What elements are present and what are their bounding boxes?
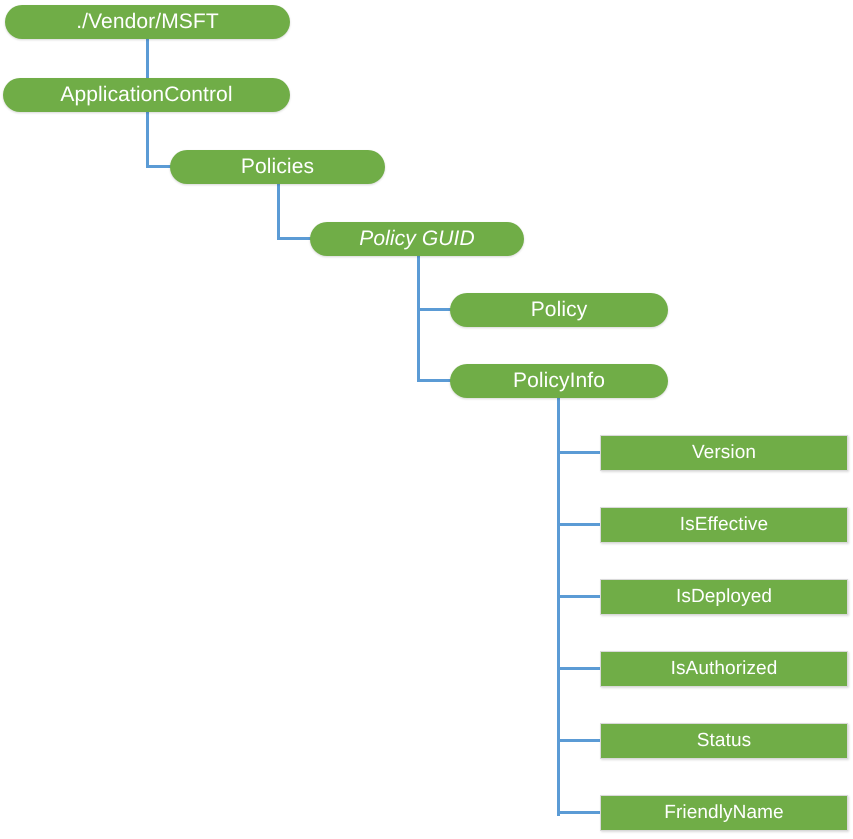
connector-policies-to-guid (277, 237, 312, 240)
connector-appcontrol-to-policies (146, 165, 172, 168)
tree-node-isdeployed[interactable]: IsDeployed (600, 579, 848, 615)
connector-to-status (557, 739, 602, 742)
connector-guid-to-policy (417, 308, 452, 311)
connector-to-isauthorized (557, 667, 602, 670)
tree-node-label: Policy (530, 298, 588, 322)
connector-vendor-to-appcontrol (146, 36, 149, 80)
tree-node-label: Policy GUID (359, 227, 475, 251)
tree-node-label: Policies (240, 155, 315, 179)
connector-policies-spine (277, 182, 280, 240)
tree-node-label: IsAuthorized (670, 657, 778, 679)
connector-appcontrol-spine (146, 110, 149, 168)
connector-to-isdeployed (557, 595, 602, 598)
tree-node-appcontrol[interactable]: ApplicationControl (3, 78, 290, 112)
tree-node-label: IsDeployed (675, 585, 773, 607)
connector-to-iseffective (557, 523, 602, 526)
tree-node-label: FriendlyName (664, 801, 784, 823)
tree-node-label: Version (691, 441, 757, 463)
connector-to-version (557, 451, 602, 454)
connector-to-friendlyname (557, 811, 602, 814)
connector-policyinfo-spine (557, 396, 560, 816)
tree-node-label: PolicyInfo (512, 369, 606, 393)
tree-node-policyguid[interactable]: Policy GUID (310, 222, 524, 256)
tree-node-iseffective[interactable]: IsEffective (600, 507, 848, 543)
tree-node-friendlyname[interactable]: FriendlyName (600, 795, 848, 831)
tree-node-label: ./Vendor/MSFT (76, 10, 219, 34)
tree-node-label: ApplicationControl (60, 83, 233, 107)
tree-node-policyinfo[interactable]: PolicyInfo (450, 364, 668, 398)
tree-node-status[interactable]: Status (600, 723, 848, 759)
tree-node-policy[interactable]: Policy (450, 293, 668, 327)
connector-guid-to-policyinfo (417, 379, 452, 382)
tree-node-policies[interactable]: Policies (170, 150, 385, 184)
tree-node-version[interactable]: Version (600, 435, 848, 471)
tree-node-vendor[interactable]: ./Vendor/MSFT (5, 5, 290, 39)
tree-node-isauthorized[interactable]: IsAuthorized (600, 651, 848, 687)
connector-guid-spine (417, 254, 420, 382)
tree-node-label: IsEffective (679, 513, 769, 535)
tree-node-label: Status (696, 729, 752, 751)
